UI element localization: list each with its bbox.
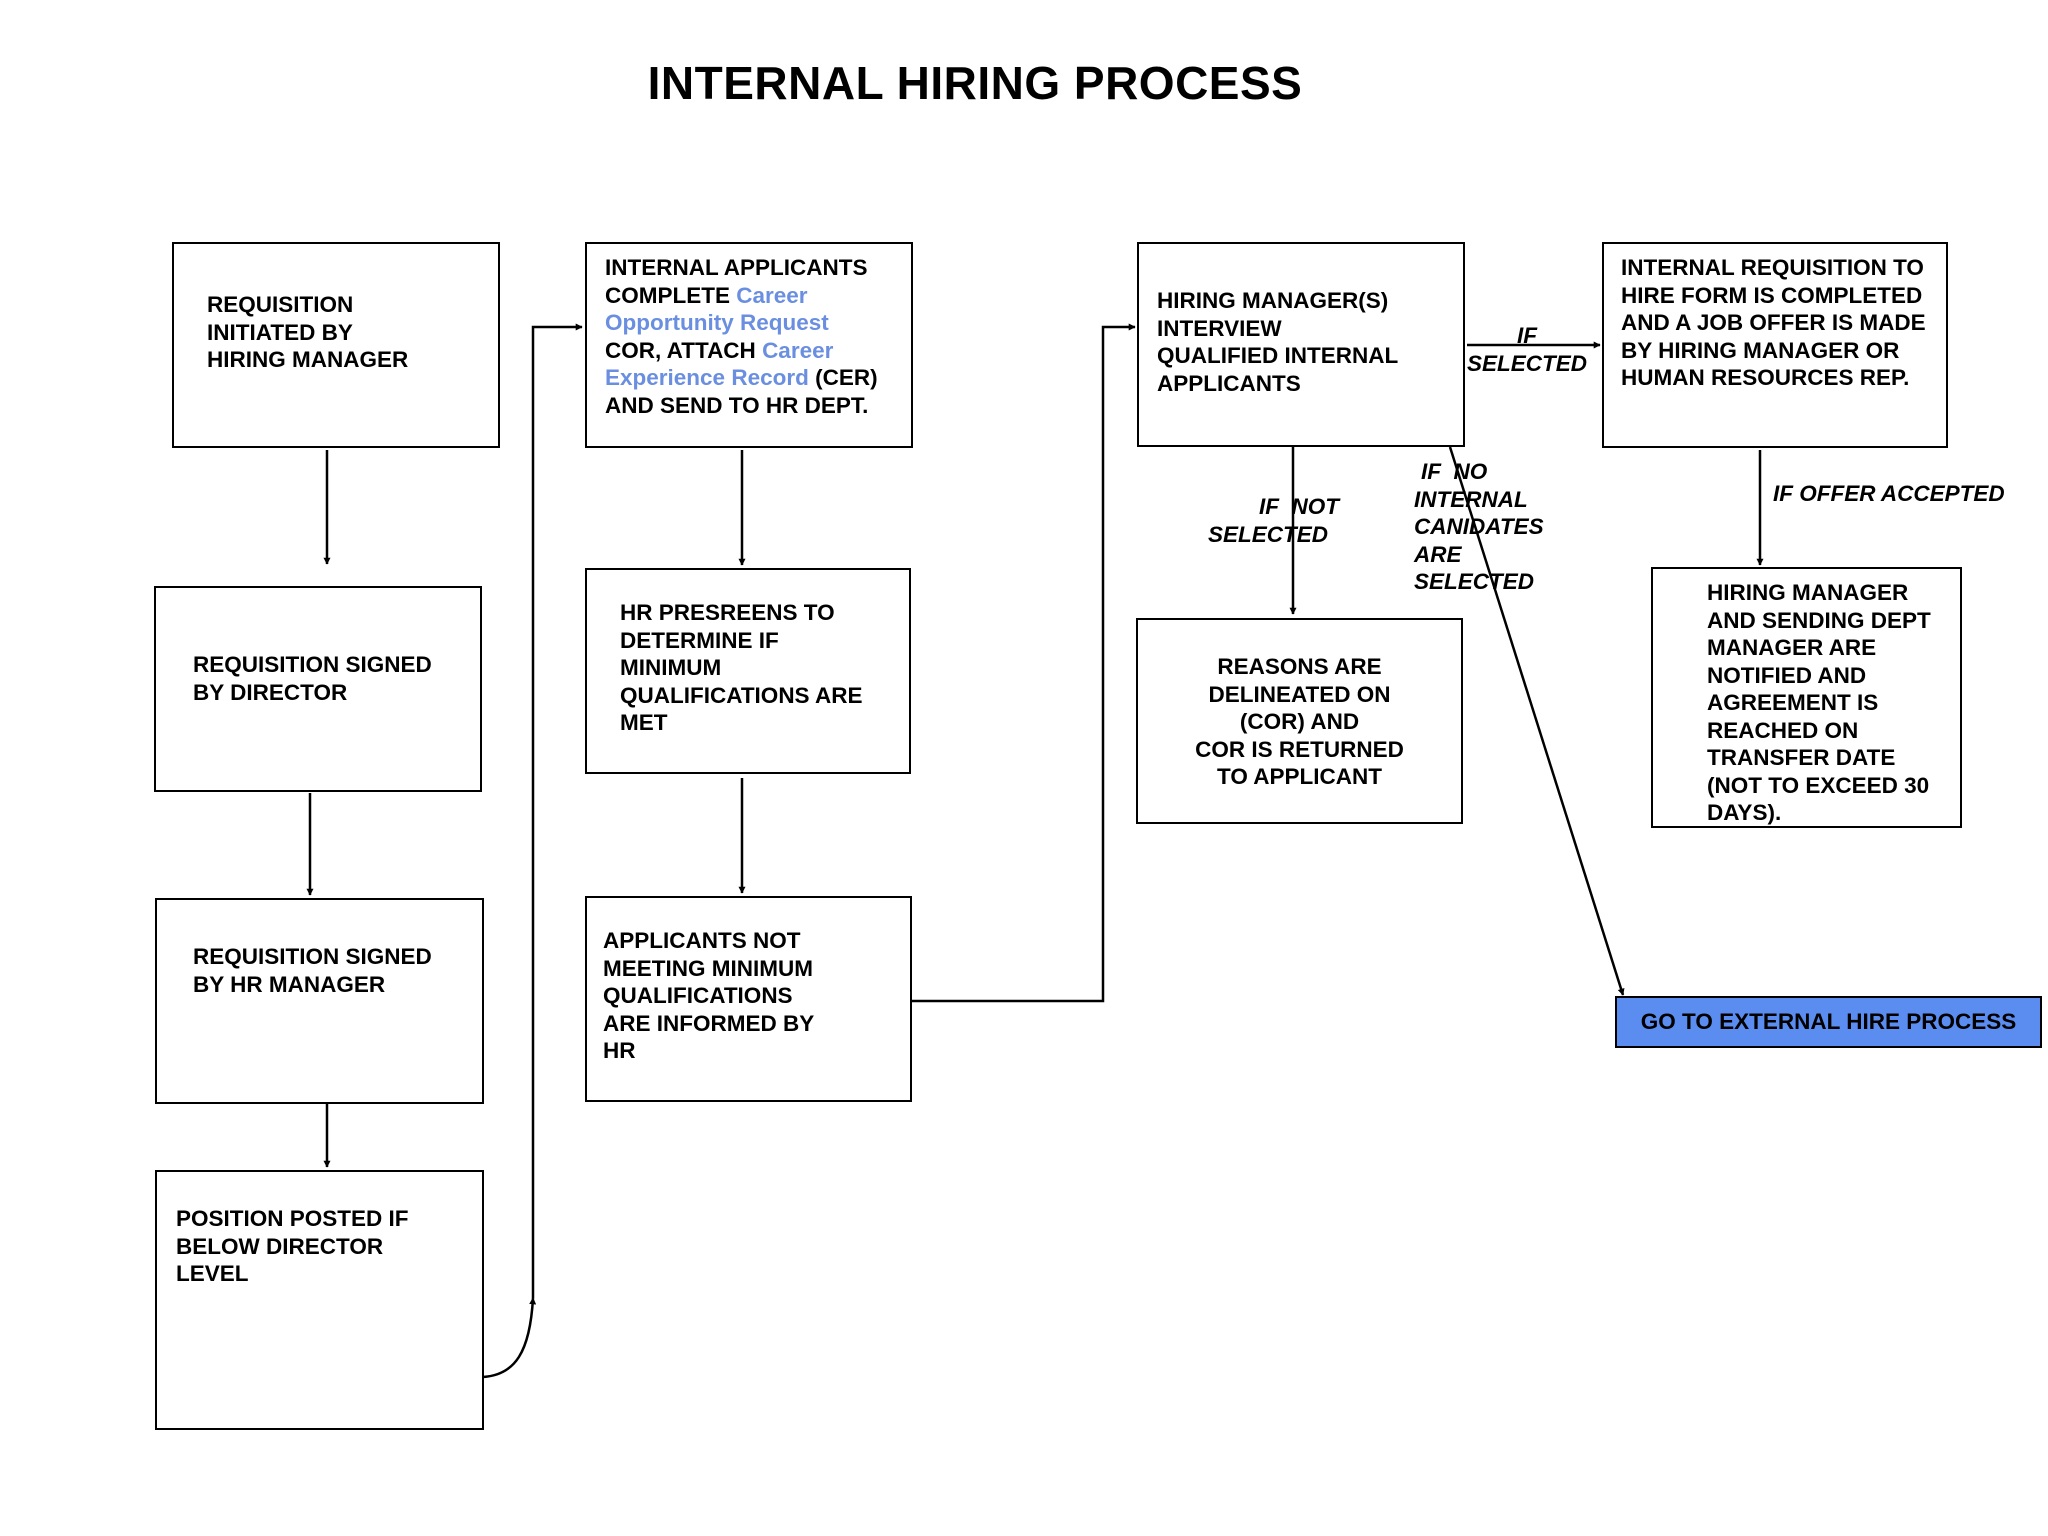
label-line: IF NOT <box>1259 494 1339 519</box>
box-requisition-initiated: REQUISITION INITIATED BY HIRING MANAGER <box>172 242 500 448</box>
box-reasons: REASONS ARE DELINEATED ON (COR) AND COR … <box>1136 618 1463 824</box>
box-line: DAYS). <box>1707 800 1782 825</box>
box-line: (COR) AND <box>1239 709 1360 734</box>
page-title: INTERNAL HIRING PROCESS <box>647 57 1303 109</box>
arrow-notmeeting-to-interview <box>912 323 1136 1003</box>
box-interview: HIRING MANAGER(S) INTERVIEW QUALIFIED IN… <box>1137 242 1465 447</box>
box-hr-prescreens: HR PRESREENS TO DETERMINE IF MINIMUM QUA… <box>585 568 911 774</box>
box-line: INTERNAL APPLICANTS <box>605 255 868 280</box>
box-line: AND SENDING DEPT <box>1707 607 1931 633</box>
box-line: LEVEL <box>176 1261 249 1286</box>
curve-posted-to-riser <box>482 1297 537 1379</box>
box-line: TRANSFER DATE <box>1707 745 1896 770</box>
box-line: HR <box>603 1038 636 1063</box>
box-line: NOTIFIED AND <box>1707 662 1867 688</box>
box-line: INITIATED BY <box>207 319 353 345</box>
link-career-opportunity-request-cont[interactable]: Opportunity Request <box>605 310 829 335</box>
box-line: BY DIRECTOR <box>193 679 348 705</box>
label-line: INTERNAL <box>1414 486 1528 512</box>
box-line: BELOW DIRECTOR <box>176 1233 384 1259</box>
label-line: SELECTED <box>1208 521 1329 547</box>
box-line: BY HIRING MANAGER OR <box>1621 337 1900 363</box>
box-position-posted: POSITION POSTED IF BELOW DIRECTOR LEVEL <box>155 1170 484 1430</box>
box-line: HIRING MANAGER <box>207 347 409 372</box>
box-line: AND A JOB OFFER IS MADE <box>1621 310 1926 335</box>
box-line: REACHED ON <box>1707 717 1859 743</box>
text-segment: COMPLETE <box>605 282 737 308</box>
label-line: IF <box>1517 323 1537 348</box>
box-line: DETERMINE IF <box>620 627 779 653</box>
box-requisition-hr: REQUISITION SIGNED BY HR MANAGER <box>155 898 484 1104</box>
arrow-interview-to-external <box>1448 446 1625 996</box>
arrow-riser-to-applicants <box>531 323 583 1298</box>
box-line: COR IS RETURNED <box>1195 736 1404 762</box>
label-if-no-internal: IF NO INTERNAL CANIDATES ARE SELECTED <box>1414 458 1544 596</box>
box-line: (NOT TO EXCEED 30 <box>1707 772 1930 798</box>
box-line: QUALIFICATIONS <box>603 983 793 1008</box>
box-line: APPLICANTS NOT <box>603 928 801 953</box>
box-line: HUMAN RESOURCES REP. <box>1621 365 1910 390</box>
box-line: MANAGER ARE <box>1707 635 1877 660</box>
box-line: POSITION POSTED IF <box>176 1206 409 1231</box>
label-line: SELECTED <box>1467 350 1588 376</box>
box-line: HIRE FORM IS COMPLETED <box>1621 282 1923 308</box>
box-line: QUALIFICATIONS ARE <box>620 682 863 708</box>
box-line: REQUISITION <box>207 292 354 317</box>
box-applicants-not-meeting: APPLICANTS NOT MEETING MINIMUM QUALIFICA… <box>585 896 912 1102</box>
label-if-not-selected: IF NOT SELECTED <box>1208 493 1339 548</box>
box-applicants-complete: INTERNAL APPLICANTS COMPLETE Career Oppo… <box>585 242 913 448</box>
external-hire-process-button[interactable]: GO TO EXTERNAL HIRE PROCESS <box>1615 996 2042 1048</box>
label-line: IF NO <box>1421 459 1488 484</box>
box-line: MET <box>620 710 668 735</box>
box-line: INTERVIEW <box>1157 315 1282 341</box>
box-line: AGREEMENT IS <box>1707 690 1879 715</box>
link-career-experience-record[interactable]: Career <box>762 337 834 363</box>
box-line: TO APPLICANT <box>1216 764 1382 789</box>
box-line: REQUISITION SIGNED <box>193 944 432 969</box>
box-line: QUALIFIED INTERNAL <box>1157 343 1399 368</box>
box-line: AND SEND TO HR DEPT. <box>605 392 869 418</box>
box-line: DELINEATED ON <box>1208 681 1391 707</box>
label-line: CANIDATES <box>1414 514 1544 539</box>
box-requisition-director: REQUISITION SIGNED BY DIRECTOR <box>154 586 482 792</box>
text-segment: (CER) <box>808 365 878 390</box>
box-line: MINIMUM <box>620 655 722 680</box>
box-line: COMPLETE Career <box>605 282 878 310</box>
box-line: INTERNAL REQUISITION TO <box>1621 255 1924 280</box>
box-line: BY HR MANAGER <box>193 971 386 997</box>
link-career-opportunity-request[interactable]: Career <box>736 282 808 308</box>
label-if-selected: IF SELECTED <box>1467 322 1587 377</box>
box-line: HR PRESREENS TO <box>620 600 835 625</box>
label-line: ARE <box>1414 541 1462 567</box>
label-line: SELECTED <box>1414 569 1535 594</box>
box-line: HIRING MANAGER(S) <box>1157 288 1389 313</box>
text-segment: COR, ATTACH <box>605 337 763 363</box>
box-line: MEETING MINIMUM <box>603 955 813 981</box>
box-requisition-form: INTERNAL REQUISITION TO HIRE FORM IS COM… <box>1602 242 1948 448</box>
box-line: REQUISITION SIGNED <box>193 652 432 677</box>
label-if-offer-accepted: IF OFFER ACCEPTED <box>1773 481 2005 506</box>
box-line: APPLICANTS <box>1157 370 1301 396</box>
box-line: REASONS ARE <box>1217 654 1382 679</box>
box-line: Experience Record (CER) <box>605 364 878 392</box>
box-line: ARE INFORMED BY <box>603 1010 815 1036</box>
box-notified: HIRING MANAGER AND SENDING DEPT MANAGER … <box>1651 567 1962 828</box>
link-career-experience-record-cont[interactable]: Experience Record <box>605 365 809 390</box>
box-line: HIRING MANAGER <box>1707 580 1909 605</box>
box-line: COR, ATTACH Career <box>605 337 878 365</box>
